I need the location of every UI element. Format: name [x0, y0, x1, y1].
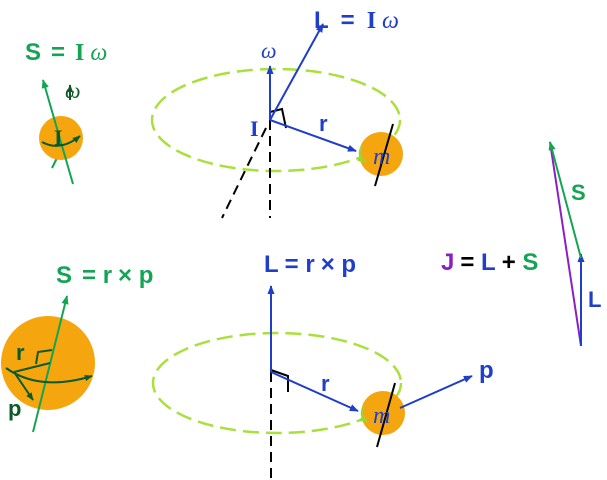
orbital-formula-bottom: L = r × p: [264, 251, 356, 278]
inertia-label: I: [250, 116, 259, 141]
r-symbol: r: [305, 251, 314, 278]
spin-formula-bottom: S = r × p: [56, 262, 153, 289]
radius-line-bottom: [13, 362, 51, 373]
vector-s: [548, 141, 582, 259]
omega-symbol: ω: [90, 40, 107, 66]
orbit-path-bottom: [151, 331, 403, 435]
orbit-top: L = I ω ω I r m: [150, 7, 403, 219]
equals-sign: =: [82, 262, 103, 289]
rotation-arrow-bottom: [5, 367, 93, 384]
spin-body-top: S = I ω ω I: [25, 39, 107, 185]
l-symbol: L: [314, 7, 329, 34]
mass-label: m: [373, 403, 390, 429]
angular-momentum-vector-top: [269, 23, 324, 121]
momentum-arrow-bottom-left: [13, 371, 34, 401]
momentum-vector-bottom: [399, 375, 473, 409]
omega-symbol: ω: [382, 8, 399, 34]
inertia-label: I: [54, 125, 63, 150]
total-angular-momentum: J = L + S S L: [441, 141, 601, 347]
tilted-axis-top: [221, 127, 267, 219]
total-vector-j: [549, 141, 582, 347]
cross-sign: ×: [118, 262, 139, 289]
orbital-formula-top: L = I ω: [314, 7, 399, 34]
equals-sign: =: [341, 7, 355, 34]
right-angle-mark-bottom-left: [35, 349, 53, 365]
p-symbol: p: [341, 251, 356, 278]
cross-sign: ×: [321, 251, 342, 278]
radius-vector-top: [269, 119, 357, 152]
s-symbol: S: [522, 249, 538, 276]
mass-motion-arrow-bottom: [359, 405, 369, 423]
l-symbol: L: [481, 249, 496, 276]
l-label: L: [588, 287, 601, 312]
mass-label: m: [373, 144, 390, 170]
radius-label: r: [321, 371, 330, 396]
r-symbol: r: [103, 262, 112, 289]
spin-body-bottom: S = r × p r p: [1, 262, 153, 433]
momentum-label: p: [8, 396, 21, 421]
inertia-symbol: I: [75, 40, 84, 66]
right-angle-mark-bottom: [270, 369, 289, 392]
equals-sign: =: [285, 251, 306, 278]
j-symbol: J: [441, 249, 454, 276]
omega-label: ω: [261, 38, 277, 63]
inertia-symbol: I: [367, 8, 376, 34]
total-formula: J = L + S: [441, 249, 538, 276]
mass-spin-axis-bottom: [376, 382, 396, 448]
mass-spin-axis-top: [374, 123, 394, 187]
orbit-bottom: L = r × p r m p: [151, 251, 494, 478]
spin-vector-arrow: [41, 79, 74, 185]
radius-label: r: [319, 111, 328, 136]
orbiting-mass-bottom: [361, 391, 405, 435]
spinning-sphere: [39, 116, 83, 160]
momentum-label: p: [479, 357, 494, 384]
radius-vector-bottom: [270, 371, 359, 412]
radius-label: r: [16, 340, 25, 365]
s-symbol: S: [25, 39, 41, 66]
mass-motion-arrow-top: [357, 145, 367, 163]
omega-label: ω: [65, 78, 81, 103]
plus-sign: +: [502, 249, 523, 276]
l-symbol: L: [264, 251, 279, 278]
p-symbol: p: [139, 262, 154, 289]
equals-sign: =: [51, 39, 65, 66]
orbit-path-top: [150, 67, 402, 173]
s-label: S: [571, 180, 586, 205]
orbiting-mass-top: [359, 132, 403, 176]
equals-sign: =: [460, 249, 481, 276]
spin-formula-top: S = I ω: [25, 39, 107, 66]
rotation-arrow: [41, 135, 81, 147]
s-symbol: S: [56, 262, 72, 289]
